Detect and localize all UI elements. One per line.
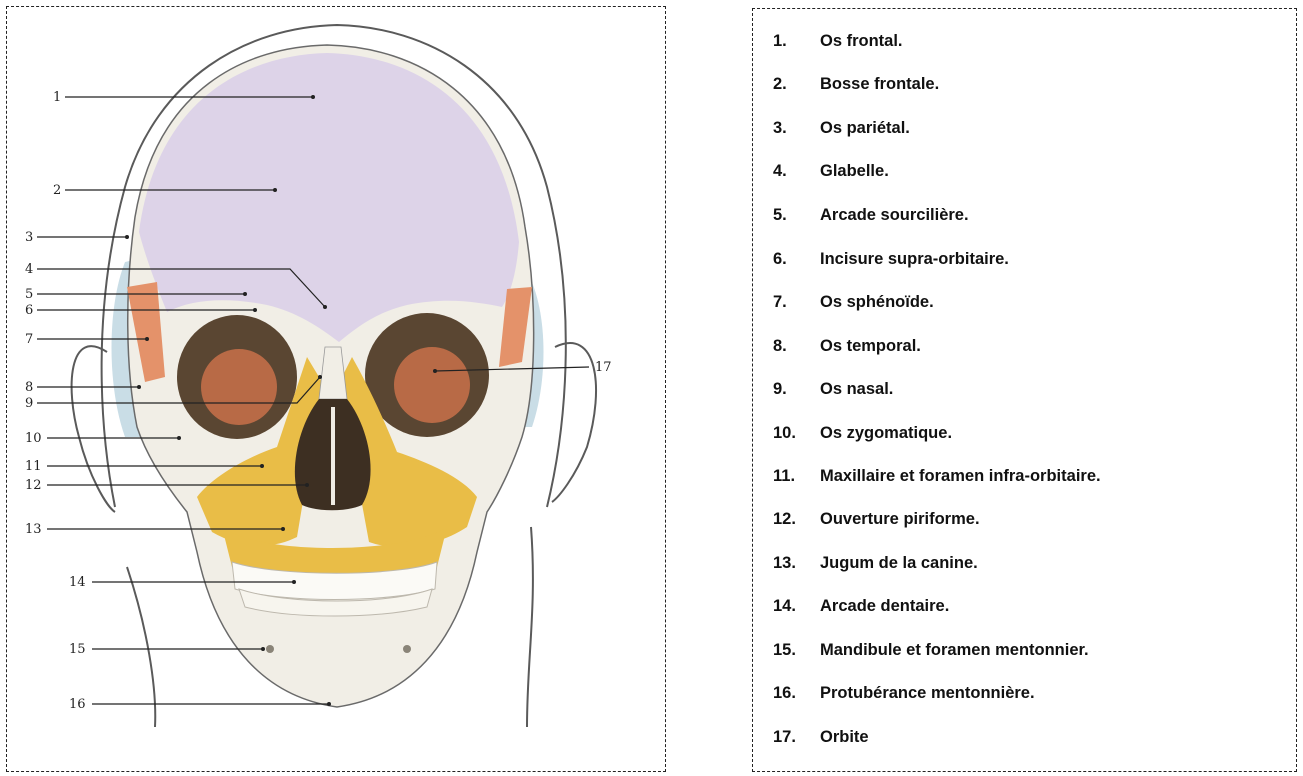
legend-number: 3. xyxy=(773,116,787,140)
legend-item: 7. Os sphénoïde. xyxy=(753,290,1296,314)
legend-item: 9. Os nasal. xyxy=(753,377,1296,401)
legend-item: 2. Bosse frontale. xyxy=(753,72,1296,96)
legend-item: 6. Incisure supra-orbitaire. xyxy=(753,247,1296,271)
callout-13: 13 xyxy=(25,522,42,537)
skull-illustration: 1 2 3 4 5 6 7 8 9 10 11 12 13 14 15 16 1… xyxy=(7,7,667,773)
legend-number: 17. xyxy=(773,725,796,749)
legend-label: Os pariétal. xyxy=(820,116,910,140)
callout-14: 14 xyxy=(69,575,86,590)
legend-item: 5. Arcade sourcilière. xyxy=(753,203,1296,227)
callout-10: 10 xyxy=(25,431,42,446)
legend-number: 4. xyxy=(773,159,787,183)
legend-number: 5. xyxy=(773,203,787,227)
legend-label: Maxillaire et foramen infra-orbitaire. xyxy=(820,464,1101,488)
legend-label: Mandibule et foramen mentonnier. xyxy=(820,638,1089,662)
legend-number: 7. xyxy=(773,290,787,314)
legend-number: 12. xyxy=(773,507,796,531)
callout-6: 6 xyxy=(25,303,33,318)
mental-foramen-right xyxy=(403,645,411,653)
legend-label: Glabelle. xyxy=(820,159,889,183)
neck-outline-right xyxy=(527,527,533,727)
legend-label: Orbite xyxy=(820,725,869,749)
callout-17: 17 xyxy=(595,360,612,375)
skull-figure-panel: 1 2 3 4 5 6 7 8 9 10 11 12 13 14 15 16 1… xyxy=(6,6,666,772)
legend-number: 9. xyxy=(773,377,787,401)
legend-label: Incisure supra-orbitaire. xyxy=(820,247,1009,271)
legend-item: 13. Jugum de la canine. xyxy=(753,551,1296,575)
legend-item: 3. Os pariétal. xyxy=(753,116,1296,140)
legend-item: 11. Maxillaire et foramen infra-orbitaire… xyxy=(753,464,1296,488)
legend-label: Os zygomatique. xyxy=(820,421,952,445)
legend-label: Protubérance mentonnière. xyxy=(820,681,1035,705)
legend-number: 14. xyxy=(773,594,796,618)
legend-number: 15. xyxy=(773,638,796,662)
legend-item: 1. Os frontal. xyxy=(753,29,1296,53)
legend-item: 12. Ouverture piriforme. xyxy=(753,507,1296,531)
neck-outline-left xyxy=(127,567,155,727)
callout-2: 2 xyxy=(53,183,61,198)
legend-label: Os frontal. xyxy=(820,29,903,53)
legend-number: 16. xyxy=(773,681,796,705)
legend-number: 6. xyxy=(773,247,787,271)
legend-number: 1. xyxy=(773,29,787,53)
left-ear xyxy=(72,346,115,512)
callout-4: 4 xyxy=(25,262,33,277)
legend-label: Jugum de la canine. xyxy=(820,551,978,575)
legend-item: 15. Mandibule et foramen mentonnier. xyxy=(753,638,1296,662)
legend-number: 11. xyxy=(773,464,795,488)
legend-label: Ouverture piriforme. xyxy=(820,507,980,531)
legend-label: Os sphénoïde. xyxy=(820,290,934,314)
legend-item: 14. Arcade dentaire. xyxy=(753,594,1296,618)
callout-12: 12 xyxy=(25,478,42,493)
legend-number: 13. xyxy=(773,551,796,575)
legend-item: 10. Os zygomatique. xyxy=(753,421,1296,445)
legend-item: 16. Protubérance mentonnière. xyxy=(753,681,1296,705)
callout-8: 8 xyxy=(25,380,33,395)
callout-3: 3 xyxy=(25,230,33,245)
legend-number: 8. xyxy=(773,334,787,358)
legend-item: 8. Os temporal. xyxy=(753,334,1296,358)
callout-1: 1 xyxy=(53,90,61,105)
legend-number: 2. xyxy=(773,72,787,96)
callout-16: 16 xyxy=(69,697,86,712)
callout-9: 9 xyxy=(25,396,33,411)
legend-item: 4. Glabelle. xyxy=(753,159,1296,183)
legend-label: Bosse frontale. xyxy=(820,72,939,96)
callout-7: 7 xyxy=(25,332,33,347)
legend-label: Os nasal. xyxy=(820,377,893,401)
legend-label: Arcade dentaire. xyxy=(820,594,949,618)
legend-number: 10. xyxy=(773,421,796,445)
orbit-right-inner xyxy=(394,347,470,423)
mental-foramen-left xyxy=(266,645,274,653)
callout-15: 15 xyxy=(69,642,86,657)
callout-11: 11 xyxy=(25,459,42,474)
legend-item: 17. Orbite xyxy=(753,725,1296,749)
orbit-left-inner xyxy=(201,349,277,425)
legend-label: Os temporal. xyxy=(820,334,921,358)
callout-5: 5 xyxy=(25,287,33,302)
legend-panel: 1. Os frontal. 2. Bosse frontale. 3. Os par… xyxy=(752,8,1297,772)
legend-label: Arcade sourcilière. xyxy=(820,203,969,227)
